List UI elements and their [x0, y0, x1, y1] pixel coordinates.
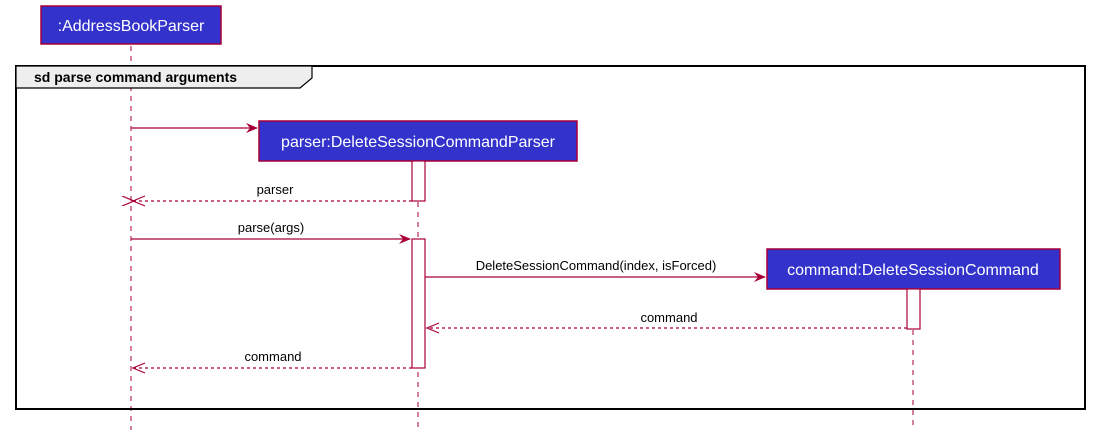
- participant-address-book-parser: :AddressBookParser: [40, 5, 222, 45]
- participant-parser-label: parser:DeleteSessionCommandParser: [281, 134, 556, 151]
- message-return-command-outer-label: command: [244, 349, 301, 364]
- participant-parser: parser:DeleteSessionCommandParser: [258, 120, 578, 162]
- activation-parser-1: [411, 160, 426, 202]
- sd-frame: sd parse command arguments: [15, 65, 1086, 410]
- message-create-command-label: DeleteSessionCommand(index, isForced): [476, 258, 717, 273]
- activation-parser-2: [411, 238, 426, 369]
- message-return-parser-label: parser: [257, 182, 295, 197]
- activation-command: [906, 288, 921, 330]
- participant-command: command:DeleteSessionCommand: [766, 248, 1061, 290]
- message-return-command-inner-arrowhead: [425, 322, 440, 334]
- participant-address-book-parser-label: :AddressBookParser: [58, 18, 205, 35]
- message-parse-args-label: parse(args): [238, 220, 304, 235]
- frame-title: sd parse command arguments: [34, 69, 237, 85]
- message-return-command-inner-label: command: [640, 310, 697, 325]
- participant-command-label: command:DeleteSessionCommand: [787, 262, 1039, 279]
- message-return-parser-arrowhead: [131, 195, 146, 207]
- message-return-command-outer-arrowhead: [131, 362, 146, 374]
